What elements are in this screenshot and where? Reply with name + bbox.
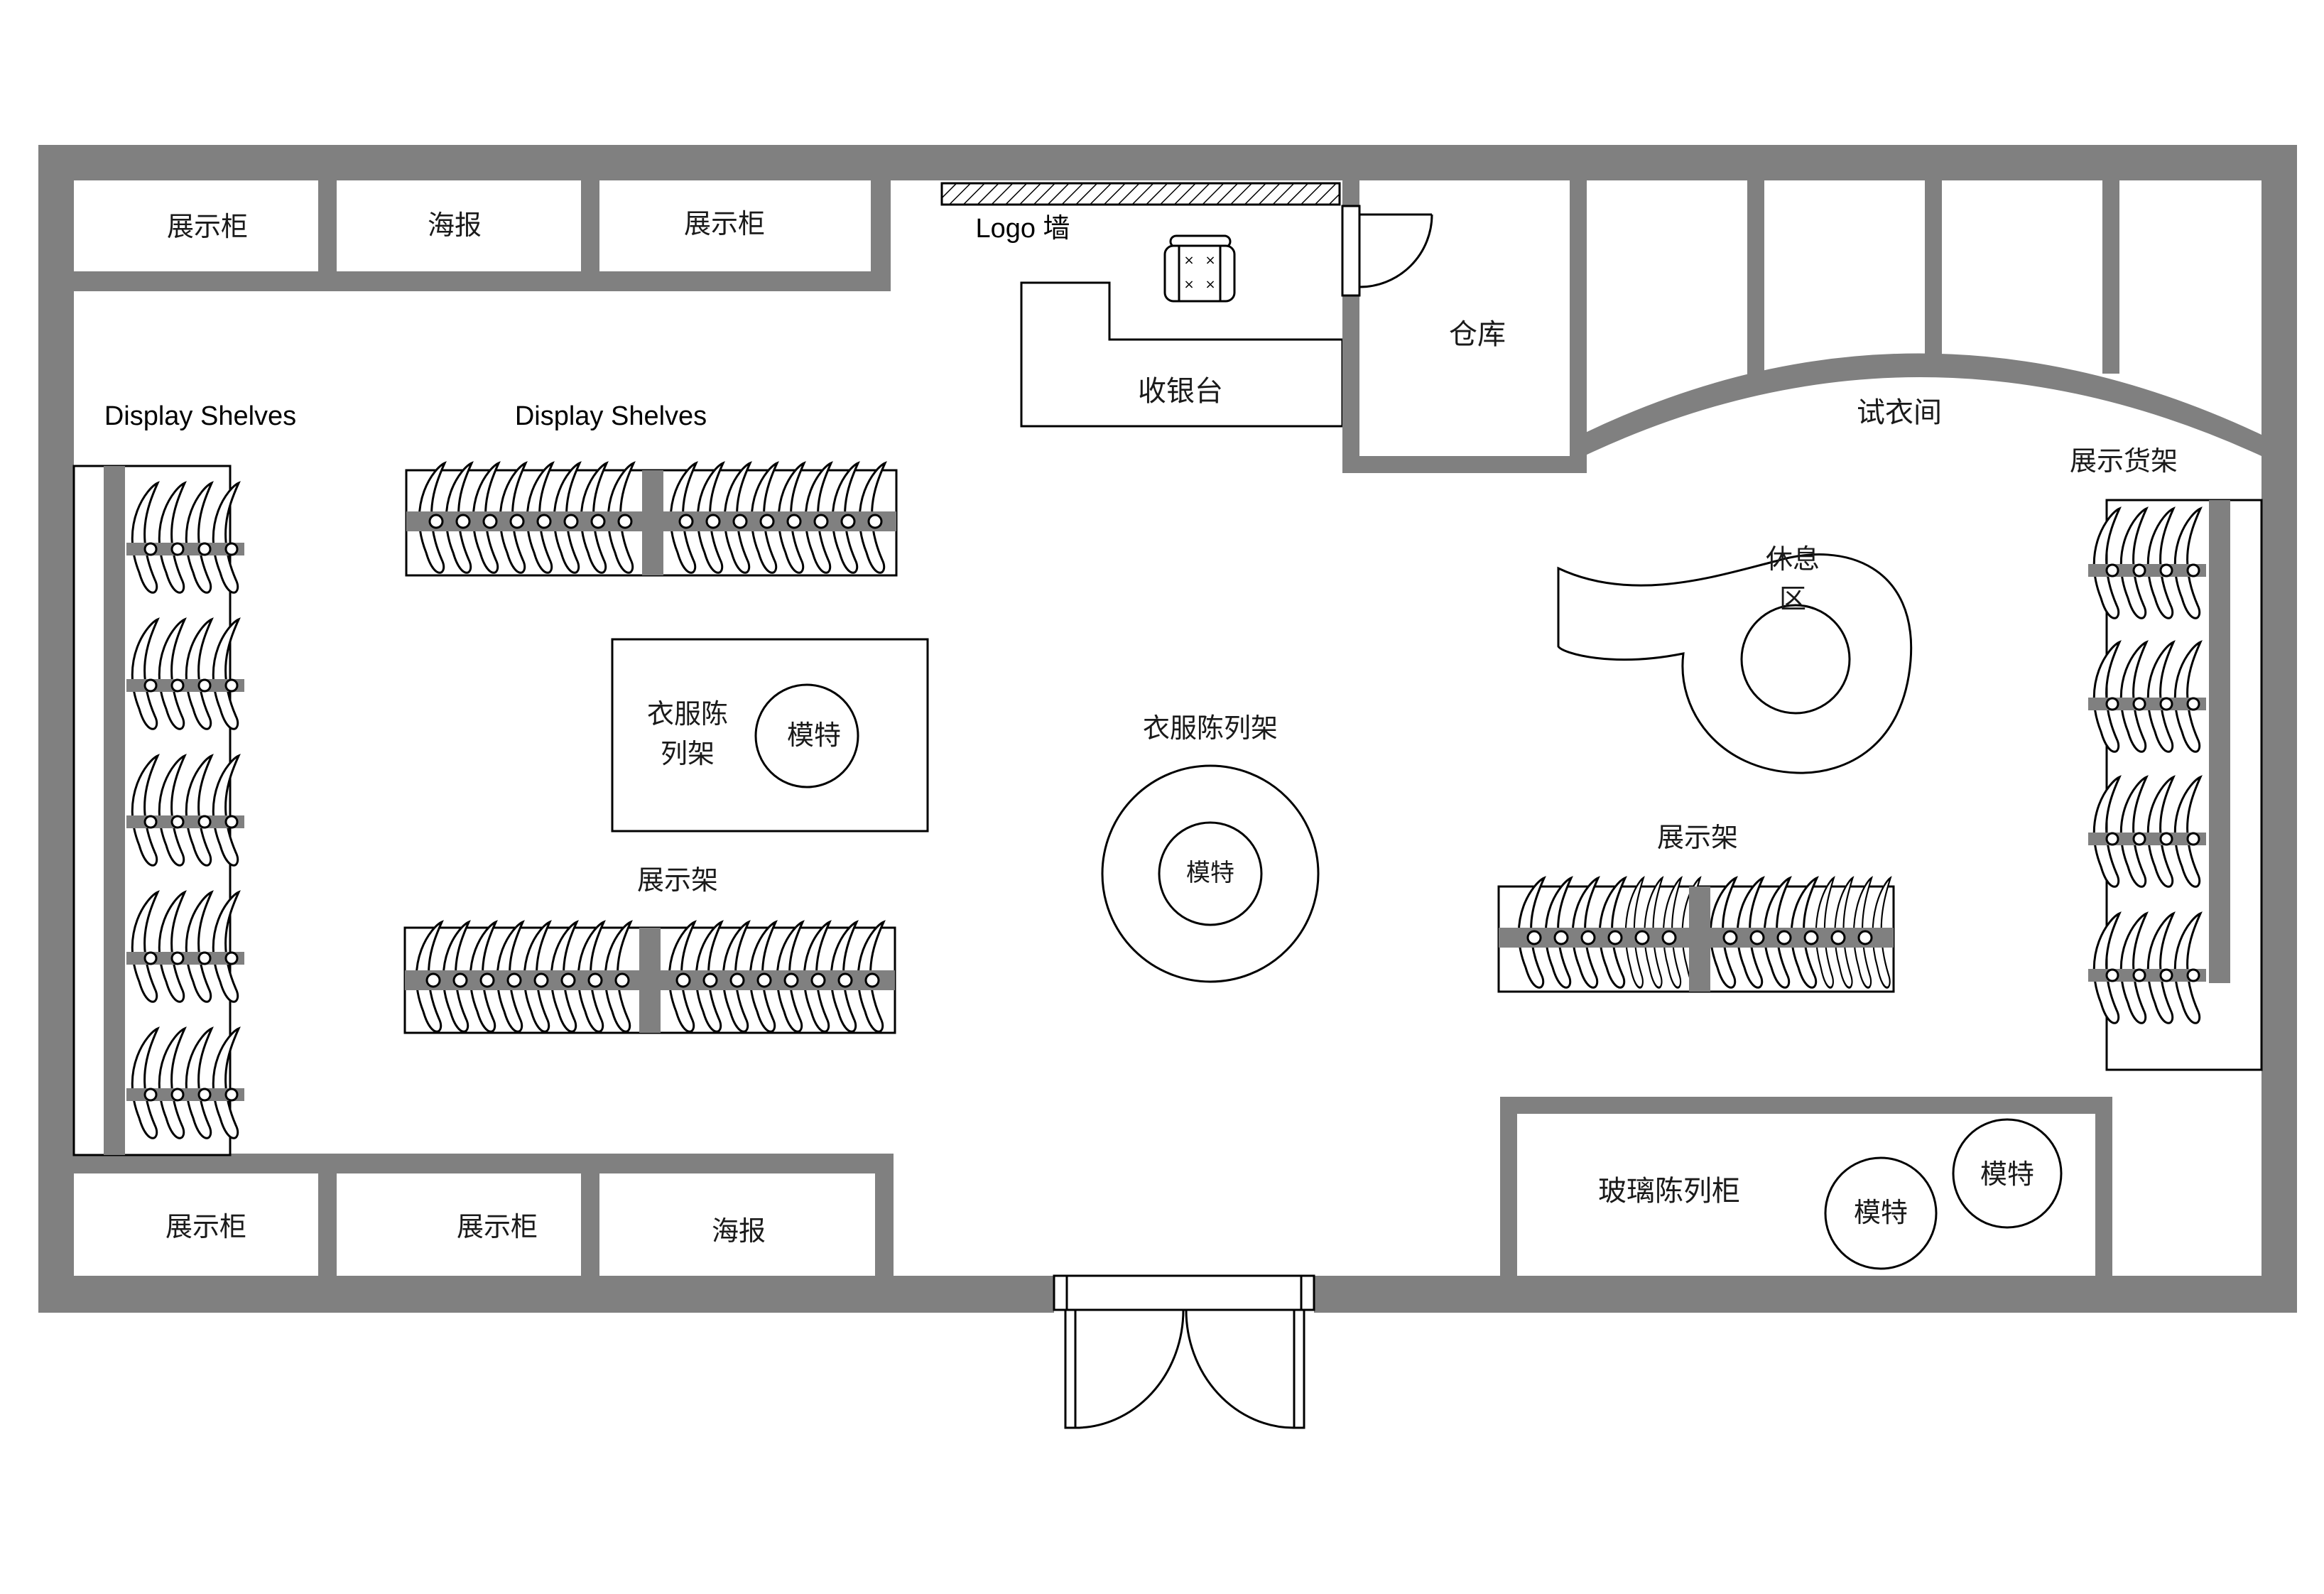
display-rack-right-label: 展示架 [1657,822,1738,853]
cabinet-label-top-middle: 展示柜 [684,208,765,239]
fitting-room-walls [1584,180,2261,456]
mannequin-glass-2-label: 模特 [1854,1197,1908,1228]
mannequin-a [754,683,859,788]
mannequin-center-label: 模特 [1186,859,1234,887]
glass-cabinet-label: 玻璃陈列柜 [1598,1175,1740,1208]
fitting-room-label: 试衣间 [1857,396,1942,429]
logo-wall-label: Logo 墙 [975,214,1070,244]
left-display-shelves [72,465,244,1156]
lounge-label-1: 休息 [1766,543,1820,575]
mannequin-glass-1-label: 模特 [1980,1159,2034,1190]
shelf-rack-right-label: 展示货架 [2070,445,2178,477]
cabinet-label-top-left: 展示柜 [167,211,248,242]
logo-wall [940,182,1341,206]
mannequin-glass-2 [1824,1156,1938,1270]
storage-label: 仓库 [1449,318,1506,351]
right-shelf-rack [2088,499,2263,1071]
cabinet-label-bottom-middle: 展示柜 [457,1211,538,1242]
clothes-rack-center-label: 衣服陈列架 [1143,712,1278,744]
top-middle-display-shelves [405,462,898,577]
mannequin-glass-1 [1952,1118,2063,1229]
clothes-rack-a-label-2: 列架 [661,738,715,769]
poster-label-top: 海报 [428,210,482,241]
svg-text:×: × [1183,277,1194,292]
svg-text:×: × [1183,253,1194,268]
storage-door-icon [1341,205,1433,297]
lounge-sofa [1557,553,1913,774]
lower-display-rack [403,921,896,1034]
lounge-label-2: 区 [1779,583,1806,614]
mannequin-a-label: 模特 [787,720,841,751]
cashier-label: 收银台 [1138,375,1223,408]
svg-text:×: × [1205,253,1215,268]
top-left-cabinet-block [74,180,891,291]
display-shelves-label-middle: Display Shelves [515,401,707,431]
poster-label-bottom: 海报 [712,1215,766,1247]
svg-text:×: × [1205,277,1215,292]
cashier-chair-icon: × × × × [1163,234,1236,303]
entrance-door-icon [1053,1274,1315,1429]
outer-walls [38,145,2297,1313]
clothes-rack-a-label-1: 衣服陈 [647,698,728,730]
glass-cabinet-walls [1500,1097,2112,1276]
display-rack-lower-label: 展示架 [637,864,718,896]
bottom-left-cabinet-block [74,1154,894,1276]
display-shelves-label-left: Display Shelves [104,401,296,431]
cabinet-label-bottom-left: 展示柜 [165,1211,246,1242]
mannequin-center [1158,821,1263,926]
right-display-rack [1497,877,1895,993]
